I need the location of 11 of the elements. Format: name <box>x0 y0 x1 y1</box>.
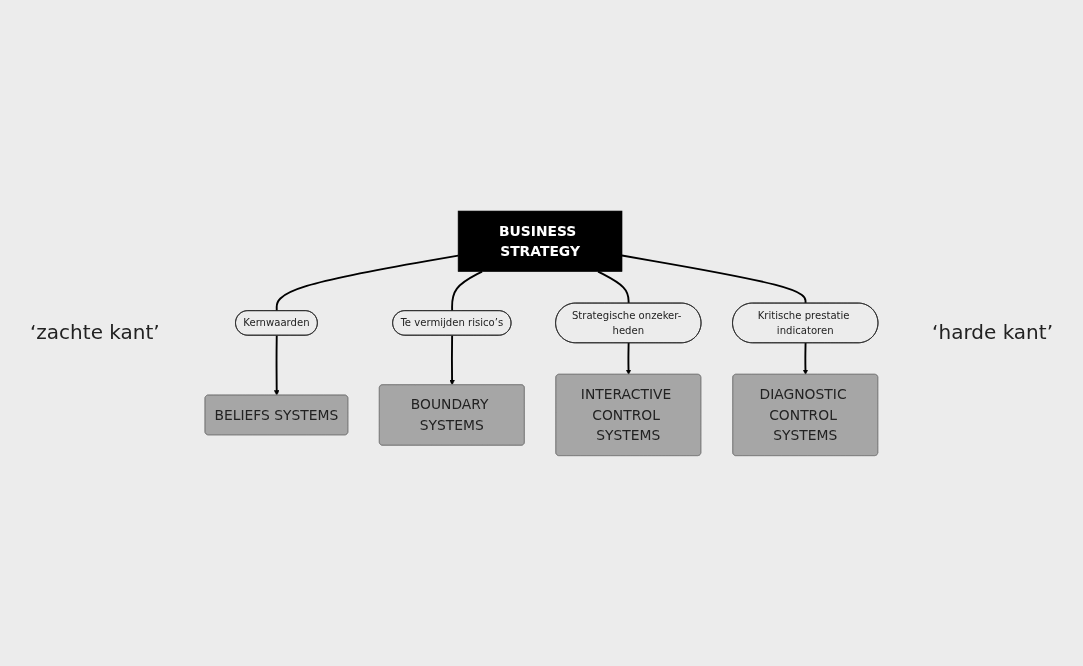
arrow <box>625 341 632 375</box>
arrow <box>802 341 809 375</box>
node-box: BUSINESS STRATEGY <box>457 210 623 272</box>
side-label: ‘zachte kant’ <box>30 320 160 344</box>
arrow <box>273 334 280 396</box>
arrow <box>449 334 455 385</box>
side-label: ‘harde kant’ <box>932 320 1053 344</box>
connector <box>451 270 483 312</box>
connector <box>275 254 460 312</box>
connector <box>597 270 630 304</box>
connector <box>621 254 807 304</box>
